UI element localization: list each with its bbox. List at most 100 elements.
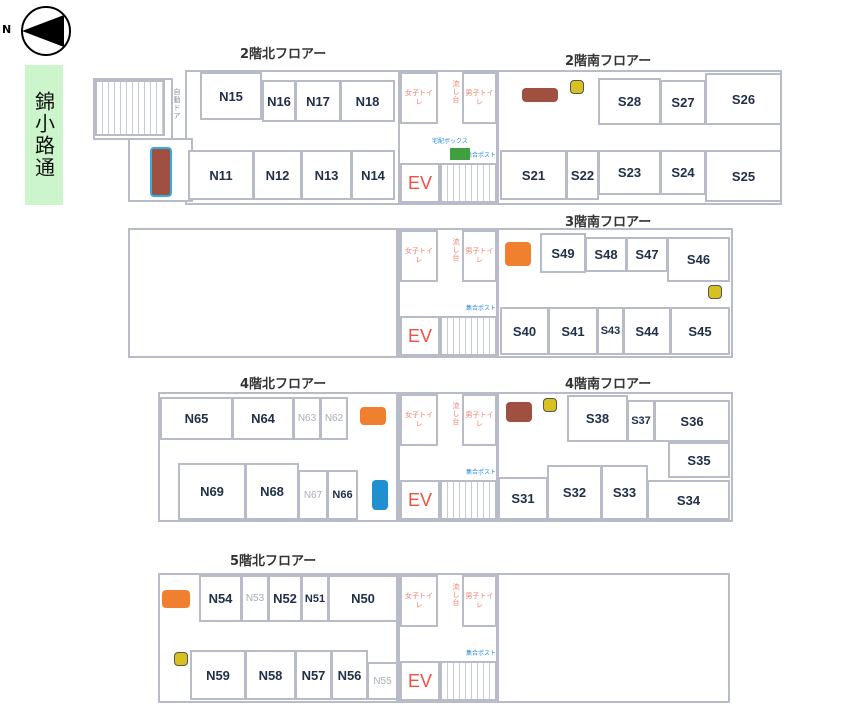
women-toilet: 女子トイレ [400,230,438,282]
floor-title: 5階北フロアー [230,554,317,569]
room-s28: S28 [598,78,661,125]
staircase [440,480,497,520]
copier-icon [708,285,722,299]
room-s45: S45 [670,307,730,355]
room-n69: N69 [178,463,246,520]
room-n16: N16 [262,80,296,122]
women-toilet: 女子トイレ [400,72,438,124]
sink-label: 流し台 [452,402,460,426]
room-n11: N11 [188,150,254,200]
room-n63: N63 [293,397,321,440]
room-n55: N55 [367,662,398,700]
room-s25: S25 [705,150,782,202]
sink-label: 流し台 [452,80,460,104]
mail-post-label: 集合ポスト [466,650,497,657]
room-s47: S47 [626,237,668,272]
staircase [440,316,497,356]
meeting-table-icon [150,147,172,197]
north-label: N [2,23,12,36]
meeting-table-icon [162,590,190,608]
room-n58: N58 [245,650,296,700]
men-toilet: 男子トイレ [462,72,497,124]
sink-label: 流し台 [452,583,460,607]
delivery-box-label: 宅配ボックス [432,138,468,145]
meeting-table-icon [360,407,386,425]
elevator: EV [400,661,440,701]
room-s43: S43 [597,307,624,355]
floor-outline [128,228,398,358]
room-n53: N53 [241,575,269,622]
floor-title: 4階南フロアー [565,377,652,392]
room-n68: N68 [245,463,299,520]
room-n59: N59 [190,650,246,700]
room-s48: S48 [585,237,627,272]
elevator: EV [400,480,440,520]
room-n57: N57 [295,650,332,700]
room-s26: S26 [705,73,782,125]
room-s22: S22 [566,150,599,200]
room-n12: N12 [253,150,302,200]
room-n52: N52 [268,575,302,622]
room-s23: S23 [598,150,661,195]
room-n14: N14 [351,150,395,200]
room-s21: S21 [500,150,567,200]
elevator: EV [400,316,440,356]
room-n18: N18 [340,80,395,122]
room-n65: N65 [160,397,233,440]
staircase [440,661,497,701]
room-s34: S34 [647,480,730,520]
room-s32: S32 [547,465,602,520]
floor-title: 2階南フロアー [565,54,652,69]
room-n54: N54 [199,575,242,622]
copier-icon [543,398,557,412]
women-toilet: 女子トイレ [400,575,438,627]
room-s31: S31 [498,477,548,520]
elevator: EV [400,163,440,203]
room-s49: S49 [540,233,586,273]
mail-post-label: 集合ポスト [466,305,497,312]
copier-icon [174,652,188,666]
room-s35: S35 [668,442,730,478]
sink-label: 流し台 [452,238,460,262]
meeting-table-icon [505,242,531,266]
room-n67: N67 [298,470,328,520]
room-s37: S37 [627,400,655,442]
copier-icon [570,80,584,94]
delivery-box [450,148,470,160]
room-n62: N62 [320,397,348,440]
room-n64: N64 [232,397,294,440]
women-toilet: 女子トイレ [400,394,438,446]
room-s27: S27 [660,80,706,125]
men-toilet: 男子トイレ [462,394,497,446]
meeting-table-icon [522,88,558,102]
room-n51: N51 [301,575,329,622]
meeting-table-icon [372,480,388,510]
mail-post-label: 集合ポスト [466,469,497,476]
auto-door-label: 自動ドア [173,88,181,120]
room-s38: S38 [567,395,628,442]
men-toilet: 男子トイレ [462,230,497,282]
compass: N [0,4,80,56]
room-n56: N56 [331,650,368,700]
floor-title: 2階北フロアー [240,47,327,62]
mail-post-label: 集合ポスト [466,152,497,159]
room-s24: S24 [660,150,706,195]
north-arrow-icon [21,6,71,56]
floor-outline [497,573,730,703]
room-n50: N50 [328,575,398,622]
room-s44: S44 [623,307,671,355]
staircase [440,163,497,203]
room-n17: N17 [295,80,341,122]
room-n15: N15 [200,72,262,120]
room-s36: S36 [654,400,730,442]
meeting-table-icon [506,402,532,422]
floor-title: 3階南フロアー [565,215,652,230]
floor-title: 4階北フロアー [240,377,327,392]
street-label-box: 錦小路通 [25,65,63,205]
street-name: 錦小路通 [31,91,56,179]
room-s33: S33 [601,465,648,520]
staircase [95,80,165,136]
room-n13: N13 [301,150,352,200]
room-s46: S46 [667,237,730,282]
room-s40: S40 [500,307,549,355]
